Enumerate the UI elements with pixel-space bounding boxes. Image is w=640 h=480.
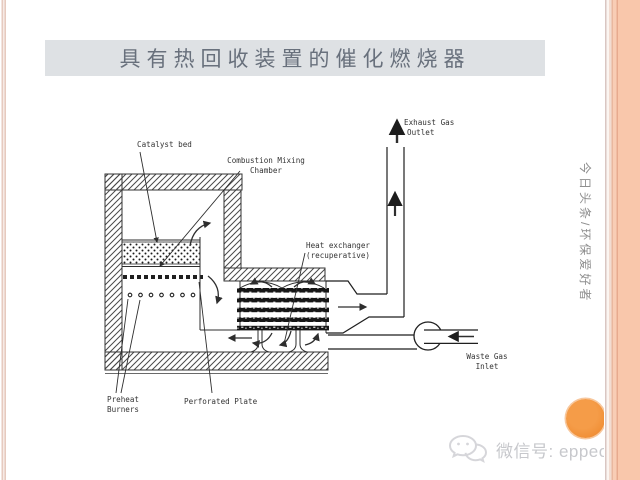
label-hx-2: (recuperative) xyxy=(306,251,370,260)
label-catalyst-bed: Catalyst bed xyxy=(137,140,192,149)
tube-bends xyxy=(250,330,308,353)
heat-exchanger xyxy=(237,280,329,353)
downcomer-duct xyxy=(199,237,240,331)
exhaust-stack xyxy=(326,147,405,334)
orange-dot xyxy=(566,399,605,438)
leader-lines xyxy=(115,151,306,394)
wechat-icon xyxy=(448,434,488,463)
catalyst-bed xyxy=(121,239,201,267)
slide-title-box: 具有热回收装置的催化燃烧器 xyxy=(45,40,545,76)
slide-title: 具有热回收装置的催化燃烧器 xyxy=(119,47,471,71)
blower-and-inlet xyxy=(328,321,478,351)
preheat-burners xyxy=(127,292,196,298)
label-exhaust-2: Outlet xyxy=(407,128,434,137)
flow-arrows xyxy=(189,118,474,348)
label-mixing-2: Chamber xyxy=(250,166,282,175)
wechat-id-text: 微信号: eppeople xyxy=(496,441,633,461)
wechat-row: 微信号: eppeople xyxy=(448,434,633,464)
left-edge-stripe xyxy=(0,0,8,480)
diagram-labels: Catalyst bed Combustion Mixing Chamber H… xyxy=(107,118,508,414)
right-edge-stripe xyxy=(604,0,640,480)
heat-exchanger-tubes xyxy=(237,288,329,331)
side-watermark: 今日头条/环保爱好者 xyxy=(578,162,592,304)
label-mixing-1: Combustion Mixing xyxy=(227,156,305,165)
label-perforated-plate: Perforated Plate xyxy=(184,397,258,406)
label-preheat-1: Preheat xyxy=(107,395,139,404)
label-waste-2: Inlet xyxy=(476,362,499,371)
label-waste-1: Waste Gas xyxy=(466,352,507,361)
label-hx-1: Heat exchanger xyxy=(306,241,370,250)
label-preheat-2: Burners xyxy=(107,405,139,414)
combustor-walls xyxy=(104,173,329,371)
label-exhaust-1: Exhaust Gas xyxy=(404,118,454,127)
